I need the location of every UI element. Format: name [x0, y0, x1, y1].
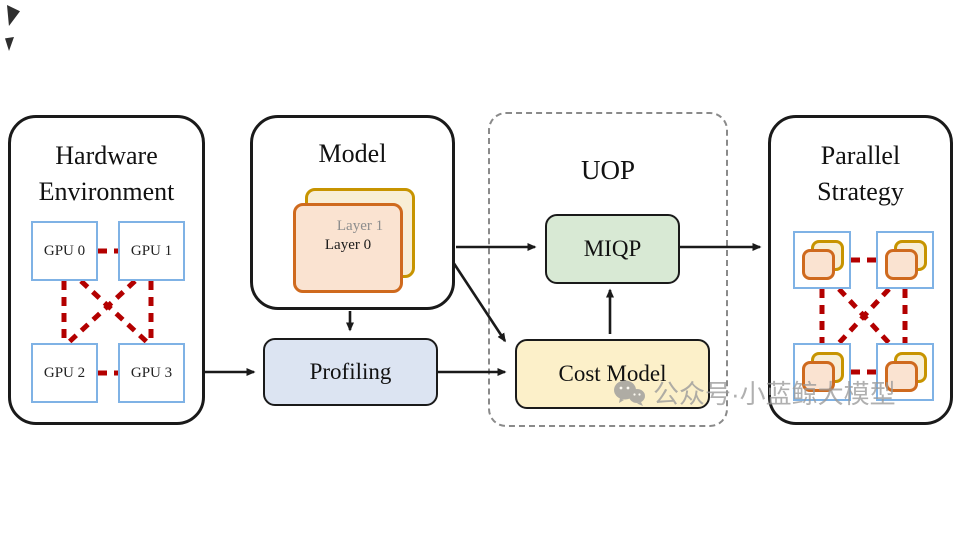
- gpu-2-box: GPU 2: [31, 343, 98, 403]
- mini-layer-front-icon: [885, 249, 918, 280]
- gpu-0-box: GPU 0: [31, 221, 98, 281]
- strategy-gpu-0: [793, 231, 851, 289]
- gpu-link-diag-1: [79, 279, 150, 345]
- wechat-icon: [614, 380, 645, 406]
- parallel-title: Parallel Strategy: [771, 138, 950, 210]
- miqp-box: MIQP: [545, 214, 680, 284]
- gpu-0-label: GPU 0: [43, 242, 86, 259]
- gpu-1-label: GPU 1: [130, 242, 173, 259]
- model-box: Model Layer 1 Layer 0: [250, 115, 455, 310]
- hardware-title: Hardware Environment: [11, 138, 202, 210]
- parallel-strategy-box: Parallel Strategy: [768, 115, 953, 425]
- model-title: Model: [318, 139, 387, 168]
- strategy-gpu-2: [793, 343, 851, 401]
- model-layer-1-label: Layer 1: [336, 218, 384, 234]
- mini-layer-front-icon: [802, 249, 835, 280]
- uop-box: UOP MIQP Cost Model: [488, 112, 728, 427]
- parallel-title-line1: Parallel: [820, 141, 901, 170]
- model-layer-0-label: Layer 0: [324, 237, 372, 253]
- watermark-text: 公众号·小蓝鲸大模型: [653, 379, 896, 409]
- mini-layer-front-icon: [802, 361, 835, 392]
- gpu-3-box: GPU 3: [118, 343, 185, 403]
- corner-artifact-2: [5, 37, 14, 51]
- profiling-box: Profiling: [263, 338, 438, 406]
- gpu-2-label: GPU 2: [43, 364, 86, 381]
- gpu-3-label: GPU 3: [130, 364, 173, 381]
- strategy-link-diag-2: [837, 287, 891, 345]
- profiling-label: Profiling: [309, 359, 392, 384]
- mini-layer-front-icon: [885, 361, 918, 392]
- strategy-link-diag-1: [837, 287, 891, 345]
- hardware-title-line2: Environment: [38, 177, 175, 206]
- hardware-title-line1: Hardware: [55, 141, 158, 170]
- uop-title: UOP: [580, 155, 635, 185]
- miqp-label: MIQP: [583, 236, 642, 261]
- model-layer-0-rect: [293, 203, 403, 293]
- cost-model-box: Cost Model: [515, 339, 710, 409]
- gpu-link-diag-2: [66, 279, 137, 345]
- hardware-environment-box: Hardware Environment GPU 0 GPU 1 GPU 2 G…: [8, 115, 205, 425]
- parallel-title-line2: Strategy: [817, 177, 904, 206]
- strategy-gpu-3: [876, 343, 934, 401]
- cost-model-label: Cost Model: [558, 361, 667, 386]
- strategy-gpu-1: [876, 231, 934, 289]
- gpu-1-box: GPU 1: [118, 221, 185, 281]
- watermark: 公众号·小蓝鲸大模型: [612, 374, 896, 411]
- corner-artifact-1: [7, 5, 20, 26]
